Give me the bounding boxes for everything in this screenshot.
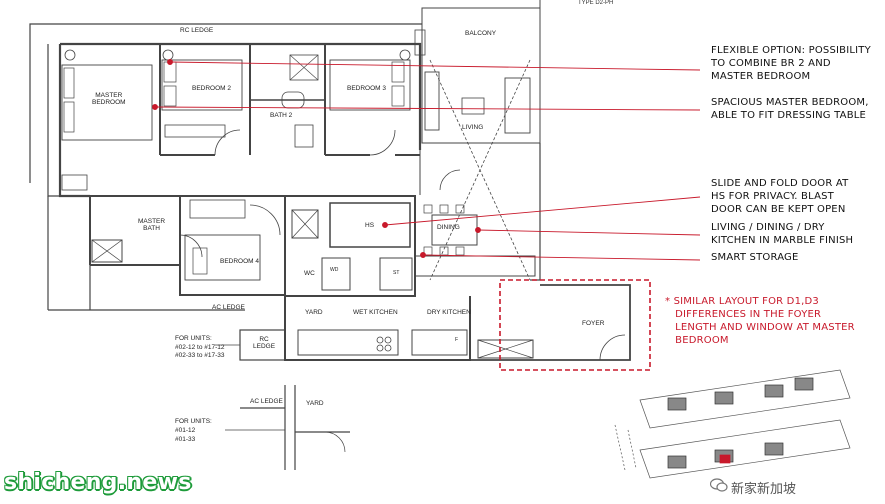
foyer-label: FOYER [582,320,605,327]
annotation-marble-finish: LIVING / DINING / DRY KITCHEN IN MARBLE … [711,222,854,246]
balcony-label: BALCONY [465,30,497,37]
rc-ledge-outline [29,23,422,183]
annotation-slide-fold-door: SLIDE AND FOLD DOOR AT HS FOR PRIVACY. B… [711,178,849,215]
annotation-spacious-master: SPACIOUS MASTER BEDROOM, ABLE TO FIT DRE… [711,97,869,121]
master-bedroom-label: MASTER BEDROOM [92,92,126,107]
bath-2-label: BATH 2 [270,112,293,119]
unit-type-label: TYPE D2-PH [578,0,614,6]
bedroom-2-label: BEDROOM 2 [192,85,232,92]
yard-label: YARD [305,309,323,316]
dining-label: DINING [437,224,460,231]
rc-ledge-top-label: RC LEDGE [180,27,214,34]
site-key-plan [614,369,851,479]
inset-ac-ledge-label: AC LEDGE [250,398,283,405]
dry-kitchen-label: DRY KITCHEN [427,309,471,316]
ac-ledge-label: AC LEDGE [212,304,245,311]
hs-label: HS [365,222,375,229]
watermark-shicheng: shicheng.news [4,470,192,495]
wechat-icon [710,478,728,492]
units-note-line1: #02-12 to #17-12 [175,344,225,351]
similar-layout-callout-box [499,279,651,371]
wd-label: WD [330,267,339,273]
st-label: ST [393,270,400,276]
living-label: LIVING [462,124,484,131]
balcony-outline [421,7,541,144]
bedroom-3-label: BEDROOM 3 [347,85,387,92]
similar-layout-note: * SIMILAR LAYOUT FOR D1,D3 DIFFERENCES I… [665,296,855,346]
units-note-line2: #02-33 to #17-33 [175,352,225,359]
inset-unit-1: #01-12 [175,427,196,434]
units-note-label: FOR UNITS: [175,335,212,342]
annotation-smart-storage: SMART STORAGE [711,252,799,263]
master-bath-label: MASTER BATH [138,218,166,233]
fridge-label: F [455,337,459,343]
watermark-xinjiaxinjiapo: 新家新加坡 [731,482,797,497]
annotation-flexible-option: FLEXIBLE OPTION: POSSIBILITY TO COMBINE … [711,45,871,82]
bedroom-4-label: BEDROOM 4 [220,258,260,265]
inset-unit-2: #01-33 [175,436,196,443]
wc-label: WC [304,270,315,277]
inset-units-label: FOR UNITS: [175,418,212,425]
inset-yard-label: YARD [306,400,324,407]
wet-kitchen-label: WET KITCHEN [353,309,398,316]
rc-ledge-bottom-label: RC LEDGE [253,336,276,351]
